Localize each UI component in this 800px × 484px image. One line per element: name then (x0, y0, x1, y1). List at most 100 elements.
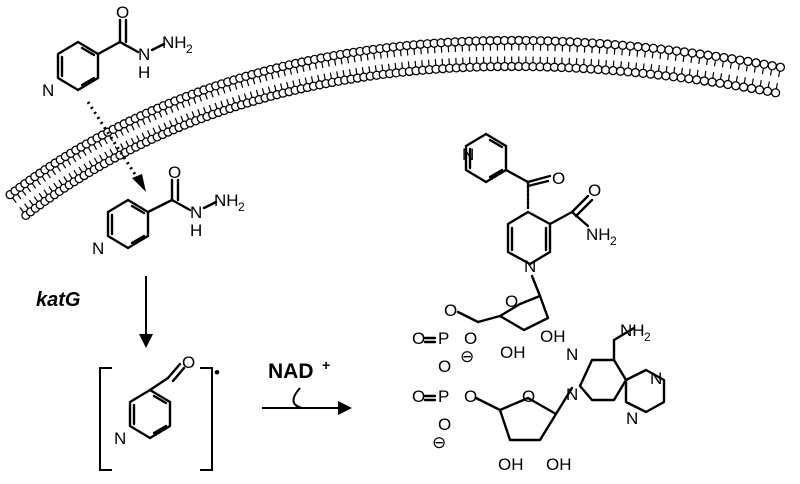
atom-label: OH (498, 455, 524, 474)
enzyme-label: katG (36, 289, 80, 311)
atom-label: OH (500, 343, 526, 362)
inh-nad-adduct: N O N O NH 2 O OH OH O P O O ⊖ O (412, 132, 666, 474)
atom-label: N (190, 203, 202, 222)
atom-label: H (138, 63, 150, 82)
lipid-head (684, 74, 694, 84)
lipid-head (668, 72, 679, 82)
lipid-head (707, 77, 717, 87)
atom-label: ⊖ (432, 433, 446, 452)
atom-label: OH (546, 455, 572, 474)
lipid-head (608, 65, 618, 76)
isoniazid-intracellular: N O N H NH 2 (92, 163, 245, 258)
atom-label: NH (620, 321, 645, 340)
lipid-head (770, 88, 781, 98)
atom-label: N (650, 369, 662, 388)
lipid-head (759, 59, 769, 69)
atom-label: P (438, 387, 449, 406)
atom-label: O (552, 169, 565, 188)
atom-label: N (92, 239, 104, 258)
atom-label: H (190, 221, 202, 240)
lipid-head (638, 68, 648, 78)
atom-label: 2 (238, 200, 245, 214)
atom-label: O (588, 181, 601, 200)
lipid-head (661, 71, 671, 81)
lipid-head (623, 67, 633, 77)
atom-label: O (412, 387, 425, 406)
atom-label: O (505, 292, 518, 311)
activation-arrow (139, 276, 153, 348)
lipid-head (687, 48, 697, 58)
lipid-head (767, 61, 777, 71)
lipid-head (719, 52, 729, 63)
lipid-head (595, 38, 605, 49)
atom-label: NH (586, 225, 611, 244)
atom-label: N (626, 409, 638, 428)
atom-label: P (438, 329, 449, 348)
lipid-head (572, 37, 583, 47)
isoniazid-extracellular: N O N H NH 2 (42, 3, 193, 100)
lipid-head (676, 73, 686, 83)
lipid-head (739, 82, 749, 92)
atom-label: O (522, 387, 535, 406)
lipid-head (715, 78, 725, 88)
atom-label: O (182, 353, 195, 372)
cofactor-charge: + (322, 357, 330, 373)
lipid-head (672, 46, 682, 56)
lipid-head (695, 49, 705, 59)
atom-label: 2 (610, 234, 617, 248)
lipid-head (656, 44, 666, 54)
lipid-head (723, 79, 733, 90)
lipid-head (625, 41, 635, 51)
lipid-head (743, 56, 753, 67)
atom-label: N (462, 145, 474, 164)
lipid-head (587, 38, 598, 48)
cofactor-label: NAD (268, 360, 314, 383)
lipid-head (691, 75, 702, 85)
lipid-head (735, 55, 745, 65)
membrane-crossing-arrow (86, 101, 146, 192)
atom-label: O (438, 415, 451, 434)
lipid-head (746, 83, 757, 94)
lipid-bilayer-membrane (5, 35, 786, 220)
lipid-head (751, 58, 761, 68)
lipid-head (630, 67, 641, 78)
lipid-head (618, 40, 628, 50)
atom-label: O (464, 329, 477, 348)
lipid-head (600, 65, 611, 75)
atom-label: N (138, 45, 150, 64)
atom-label: OH (540, 327, 566, 346)
lipid-head (653, 70, 663, 80)
isonicotinoyl-radical: • N O (99, 353, 220, 471)
radical-dot: • (214, 363, 220, 382)
atom-label: O (168, 163, 181, 182)
atom-label: O (444, 301, 457, 320)
lipid-head (615, 66, 626, 76)
lipid-head (664, 45, 674, 55)
lipid-head (727, 54, 737, 64)
atom-label: 2 (186, 42, 193, 56)
lipid-head (610, 40, 620, 50)
atom-label: O (438, 357, 451, 376)
atom-label: ⊖ (460, 347, 474, 366)
atom-label: NH (214, 191, 239, 210)
atom-label: N (524, 257, 536, 276)
nad-reaction-arrow: NAD + (262, 357, 352, 415)
lipid-head (645, 69, 656, 79)
atom-label: O (412, 329, 425, 348)
atom-label: N (566, 385, 578, 404)
lipid-head (711, 51, 721, 61)
lipid-head (754, 85, 765, 95)
lipid-head (762, 86, 773, 96)
atom-label: O (116, 3, 129, 22)
lipid-head (699, 76, 710, 86)
atom-label: N (566, 345, 578, 364)
lipid-head (679, 47, 690, 57)
atom-label: N (114, 429, 126, 448)
atom-label: NH (162, 33, 187, 52)
lipid-head (641, 42, 651, 53)
lipid-head (703, 50, 713, 60)
lipid-head (580, 37, 590, 48)
atom-label: 2 (644, 330, 651, 344)
lipid-head (602, 39, 613, 49)
